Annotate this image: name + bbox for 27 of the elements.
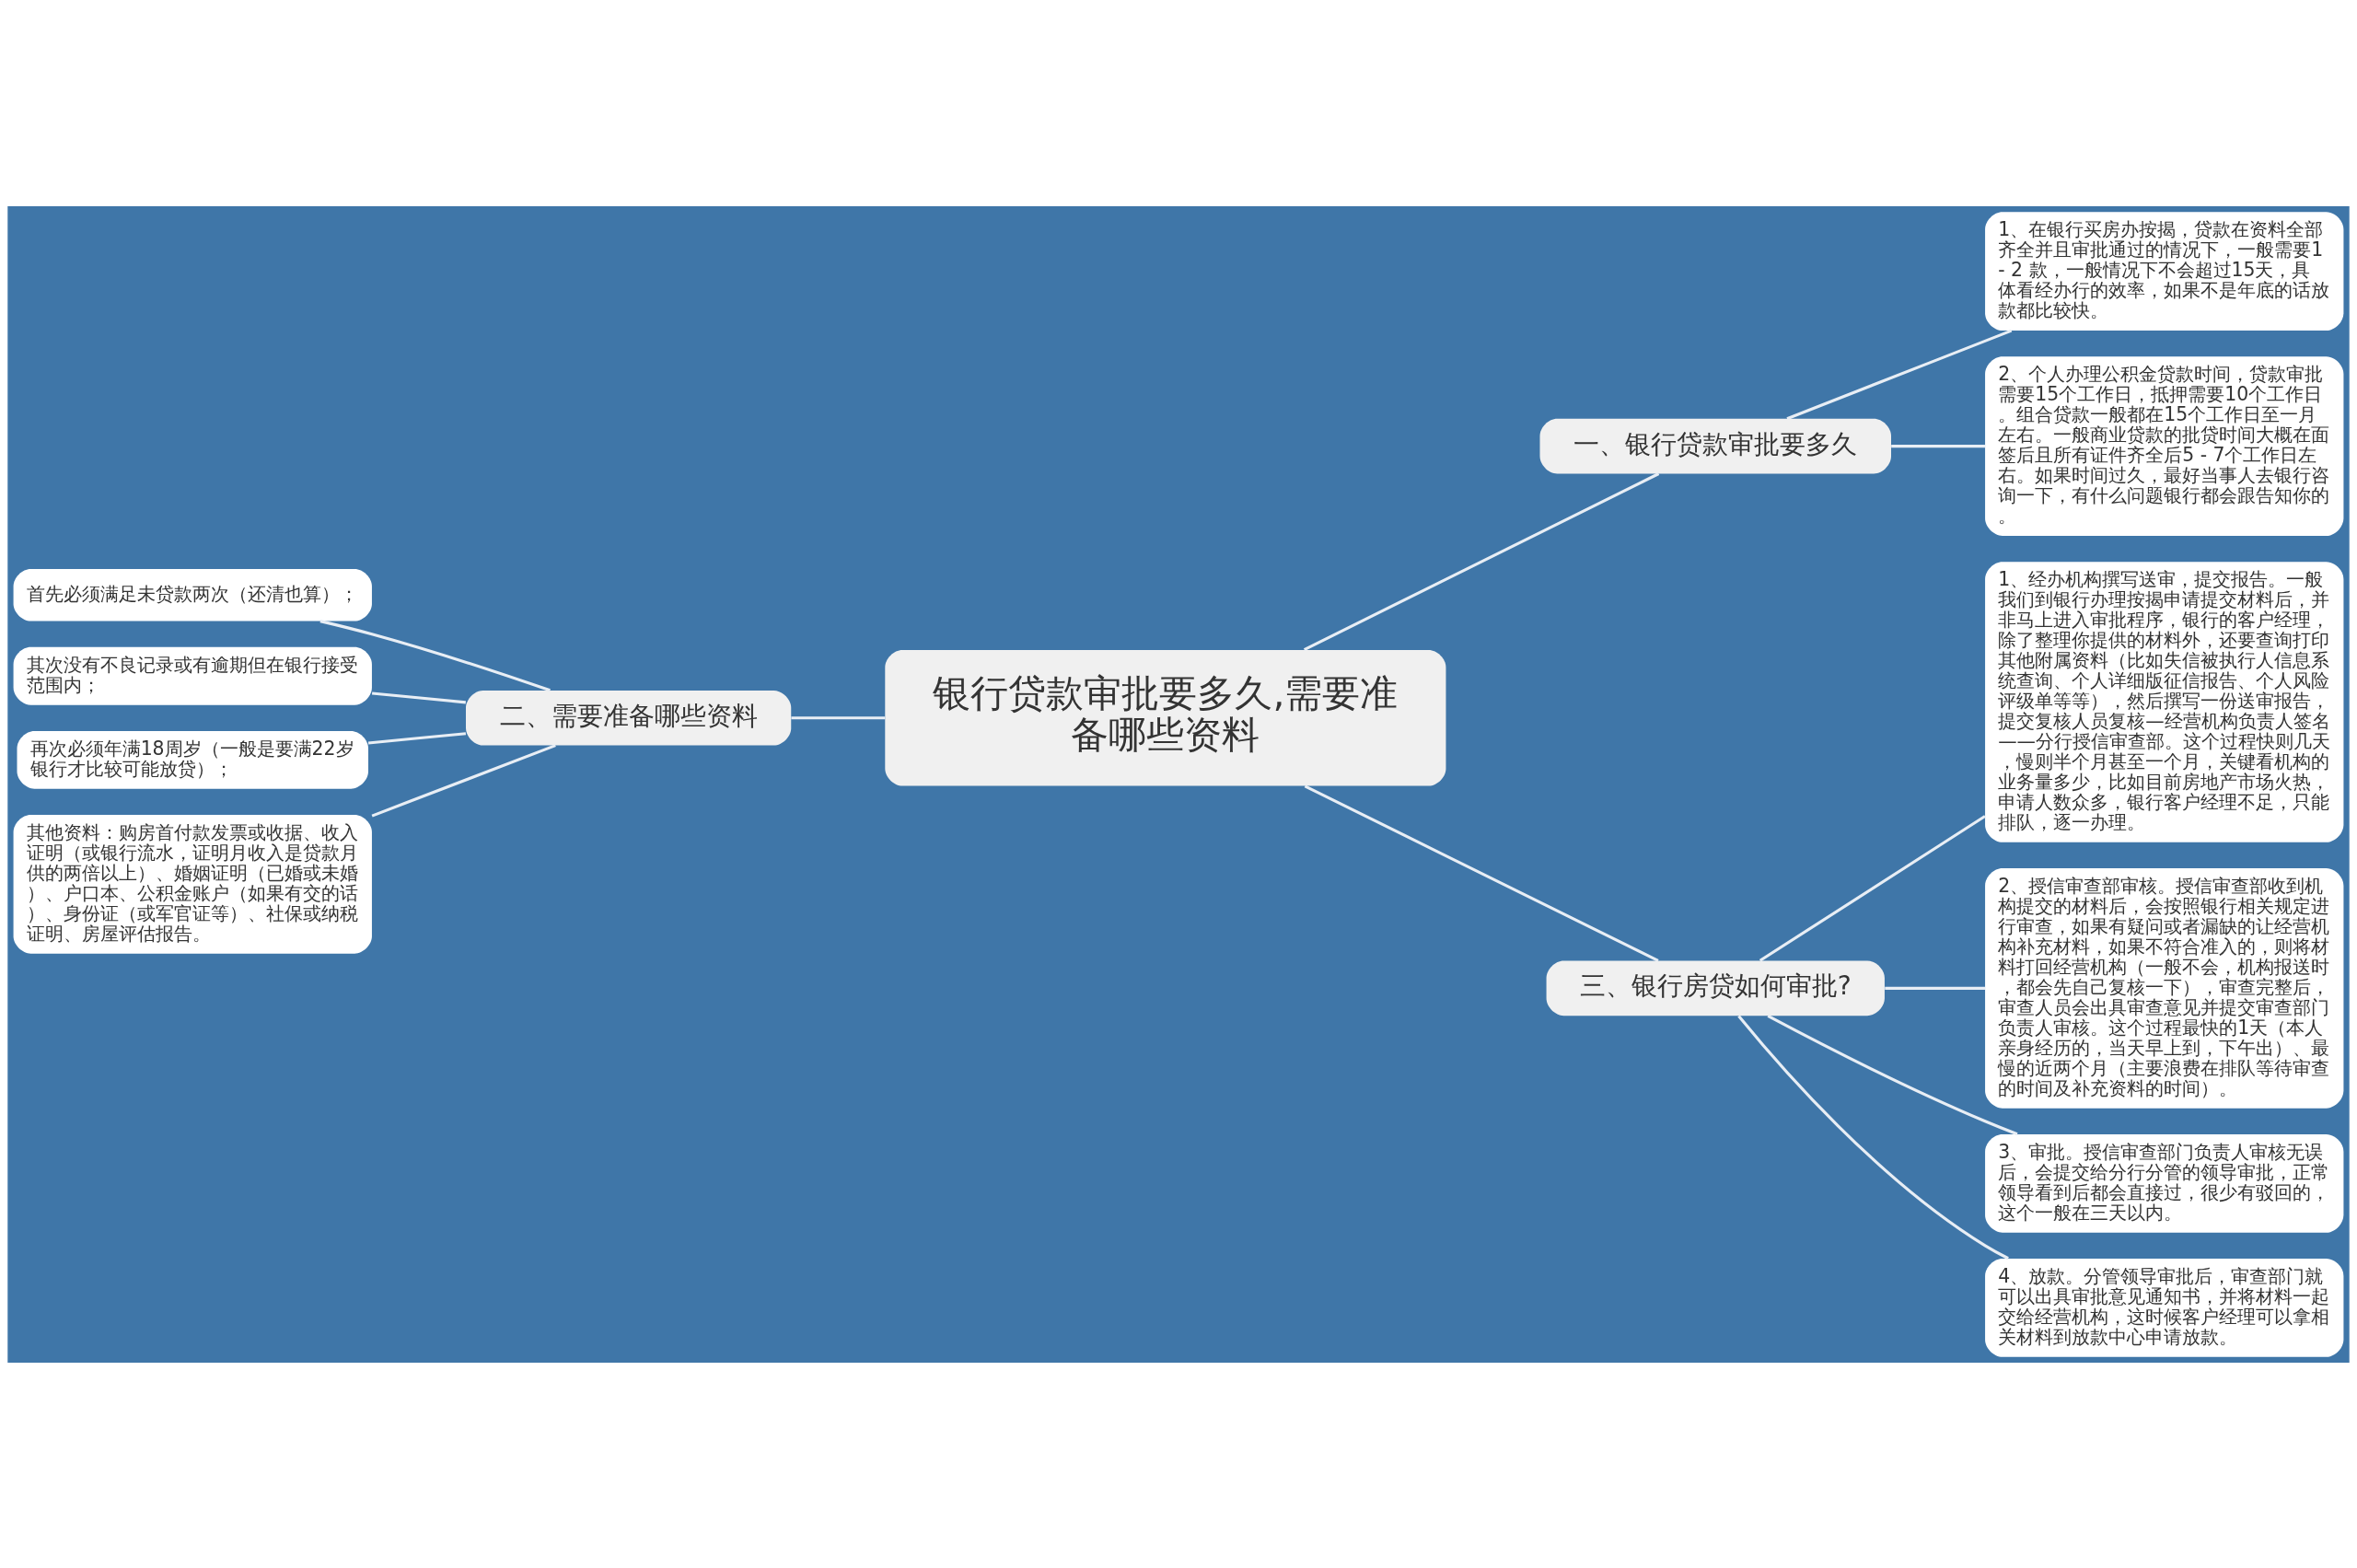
- connector: [1303, 471, 1660, 651]
- node-box: 其次没有不良记录或有逾期但在银行接受范围内；: [13, 646, 372, 705]
- connector: [371, 743, 556, 818]
- node-box: 银行贷款审批要多久,需要准备哪些资料: [885, 649, 1446, 786]
- node-box: 1、经办机构撰写送审，提交报告。一般我们到银行办理按揭申请提交材料后，并非马上进入审批程序，银行的客户经理，除了整理你提供的材料外，还要查询打印其他附属资料（比如失信被执行人信息系统查询、个人详细版征信报告、个人风险评级单等等），然后撰写一份送审报告，提交复核人员复核—经营机构负责人签名——分行授信审查部。这个过程快则几天，慢则半个月甚至一个月，关键看机构的业务量多少，比如目前房地产市场火热，申请人数众多，银行客户经理不足，只能排队，逐一办理。: [1985, 561, 2344, 842]
- connector: [1767, 1014, 2018, 1135]
- connector: [367, 731, 467, 745]
- node-box: 二、需要准备哪些资料: [466, 690, 792, 746]
- node-box: 3、审批。授信审查部门负责人审核无误后，会提交给分行分管的领导审批，正常领导看到后都会直接过，很少有驳回的，这个一般在三天以内。: [1985, 1133, 2344, 1233]
- connector: [371, 691, 466, 703]
- node-box: 4、放款。分管领导审批后，审查部门就可以出具审批意见通知书，并将材料一起交给经营机构，这时候客户经理可以拿相关材料到放款中心申请放款。: [1985, 1258, 2344, 1357]
- node-box: 1、在银行买房办按揭，贷款在资料全部齐全并且审批通过的情况下，一般需要1 - 2 款，一般情况下不会超过15天，具体看经办行的效率，如果不是年底的话放款都比较快。: [1985, 211, 2344, 331]
- node-box: 再次必须年满18周岁（一般是要满22岁银行才比较可能放贷）；: [17, 730, 368, 789]
- connector: [1759, 814, 1986, 962]
- node-box: 其他资料：购房首付款发票或收据、收入证明（或银行流水，证明月收入是贷款月供的两倍以上）、婚姻证明（已婚或未婚）、户口本、公积金账户（如果有交的话）、身份证（或军官证等）、社保或纳税证明、房屋评估报告。: [13, 814, 372, 954]
- connector: [1786, 329, 2013, 420]
- connector: [319, 619, 551, 691]
- node-box: 2、授信审查部审核。授信审查部收到机构提交的材料后，会按照银行相关规定进行审查，如果有疑问或者漏缺的让经营机构补充材料，如果不符合准入的，则将材料打回经营机构（一般不会，机构报送时，都会先自己复核一下），审查完整后，审查人员会出具审查意见并提交审查部门负责人审核。这个过程最快的1天（本人亲身经历的，当天早上到，下午出）、最慢的近两个月（主要浪费在排队等待审查的时间及补充资料的时间）。: [1985, 867, 2344, 1109]
- node-box: 三、银行房贷如何审批?: [1546, 960, 1885, 1016]
- node-box: 一、银行贷款审批要多久: [1539, 418, 1891, 473]
- connector: [1737, 1014, 2009, 1260]
- node-box: 首先必须满足未贷款两次（还清也算）；: [13, 568, 372, 621]
- connector: [1885, 986, 1985, 990]
- connector: [1891, 444, 1985, 447]
- connector: [1304, 784, 1659, 962]
- connector: [791, 715, 886, 719]
- node-box: 2、个人办理公积金贷款时间，贷款审批需要15个工作日，抵押需要10个工作日。组合贷款一般都在15个工作日至一月左右。一般商业贷款的批贷时间大概在面签后且所有证件齐全后5 - 7个工作日左右。如果时间过久，最好当事人去银行咨询一下，有什么问题银行都会跟告知你的。: [1985, 355, 2344, 536]
